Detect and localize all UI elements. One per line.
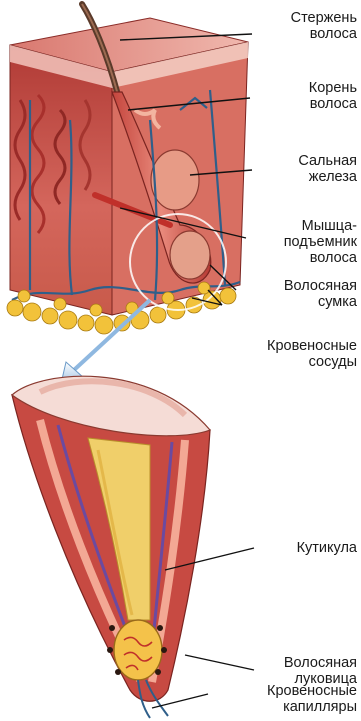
- label-hair-follicle: Волосяная сумка: [284, 278, 357, 310]
- label-line: Мышца-: [284, 218, 357, 234]
- label-line: волоса: [291, 26, 357, 42]
- label-hair-shaft: Стержень волоса: [291, 10, 357, 42]
- sebaceous-gland: [151, 150, 199, 210]
- label-line: капилляры: [267, 699, 357, 715]
- hair-bulb-top: [170, 231, 210, 279]
- skin-block: [7, 4, 248, 334]
- label-line: сосуды: [267, 354, 357, 370]
- label-line: волоса: [284, 250, 357, 266]
- label-capillaries: Кровеносные капилляры: [267, 683, 357, 715]
- hair-bulb: [114, 620, 162, 680]
- label-hair-root: Корень волоса: [309, 80, 357, 112]
- label-line: Стержень: [291, 10, 357, 26]
- label-line: сумка: [284, 294, 357, 310]
- label-line: Сальная: [298, 153, 357, 169]
- label-line: Кутикула: [297, 540, 357, 556]
- label-line: Кровеносные: [267, 683, 357, 699]
- label-blood-vessels: Кровеносные сосуды: [267, 338, 357, 370]
- label-line: Кровеносные: [267, 338, 357, 354]
- label-line: Волосяная: [284, 278, 357, 294]
- label-line: подъемник: [284, 234, 357, 250]
- label-line: волоса: [309, 96, 357, 112]
- label-line: Корень: [309, 80, 357, 96]
- label-arrector-muscle: Мышца- подъемник волоса: [284, 218, 357, 266]
- label-cuticle: Кутикула: [297, 540, 357, 556]
- label-line: железа: [298, 169, 357, 185]
- follicle-enlarged: [12, 376, 210, 718]
- label-sebaceous-gland: Сальная железа: [298, 153, 357, 185]
- label-line: Волосяная: [284, 655, 357, 671]
